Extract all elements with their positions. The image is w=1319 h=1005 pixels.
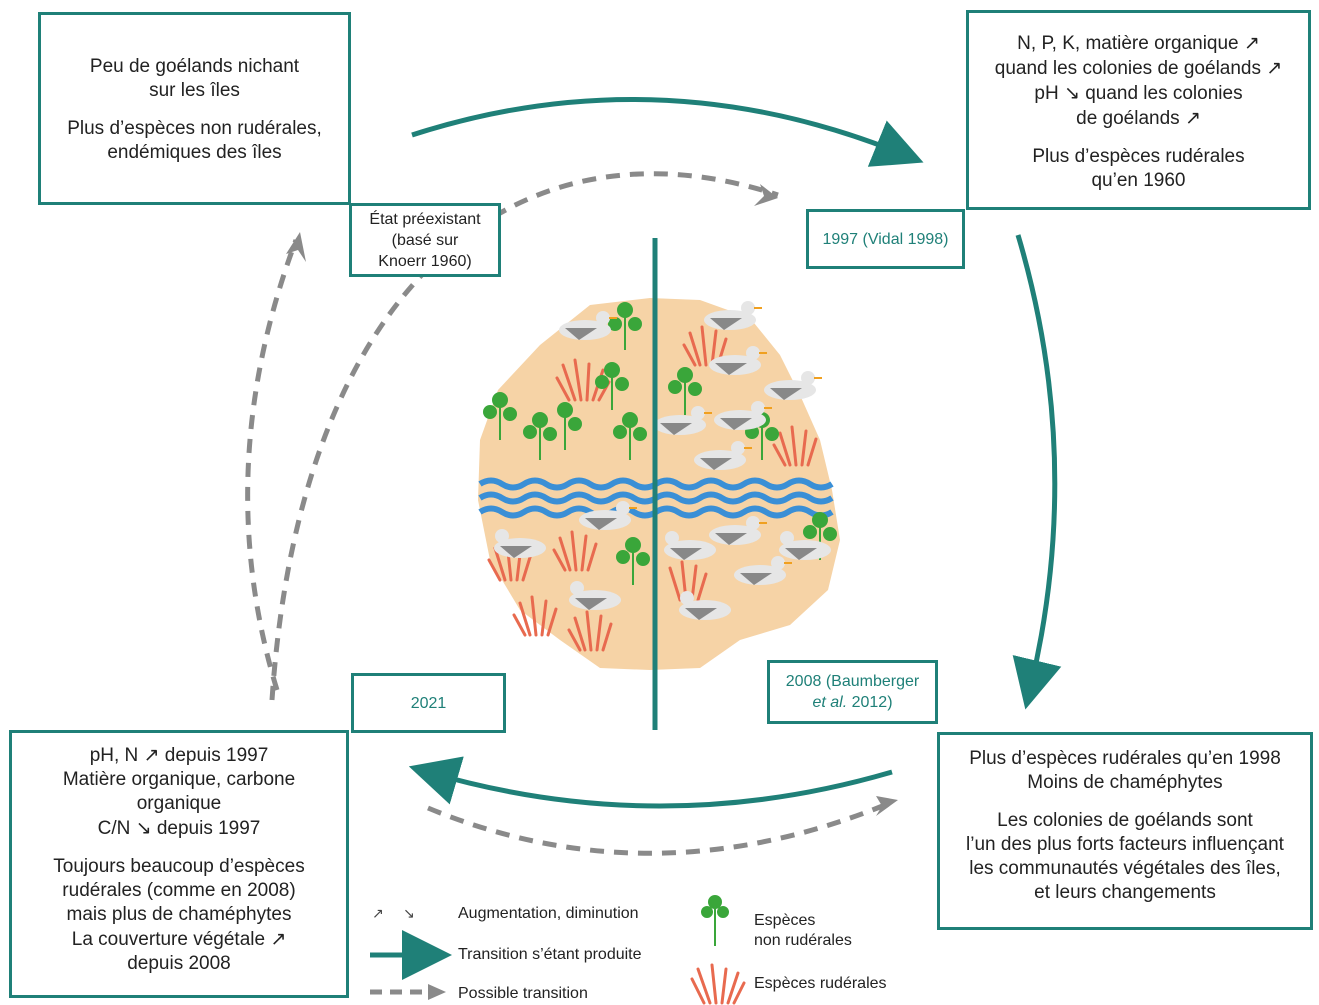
legend-nonruderal-line2: non rudérales (754, 932, 852, 949)
state-1997-line2: quand les colonies de goélands (994, 58, 1261, 79)
state-2008-tag-year: 2012) (847, 694, 893, 711)
state-2008-line3: Les colonies de goélands sont (997, 810, 1253, 831)
possible-transition-2021-to-1960-head (286, 232, 306, 262)
possible-transition-2021-to-2008-head (876, 796, 898, 816)
legend-possible-label: Possible transition (458, 985, 588, 1002)
state-1997-line6: qu’en 1960 (1091, 170, 1186, 191)
increase-icon: ↗ (270, 928, 287, 950)
increase-icon: ↗ (1184, 107, 1201, 129)
state-1997-box: N, P, K, matière organique ↗ quand les c… (966, 10, 1311, 210)
state-2008-tag-em: et al. (812, 694, 848, 711)
state-2021-line6: rudérales (comme en 2008) (62, 880, 296, 901)
state-1960-tag: État préexistant (basé sur Knoerr 1960) (349, 203, 501, 277)
legend-flower-icon (701, 895, 729, 946)
state-2021-box: pH, N ↗ depuis 1997 Matière organique, c… (9, 730, 349, 998)
state-2008-line6: et leurs changements (1034, 882, 1216, 903)
svg-text:↘: ↘ (403, 906, 415, 922)
state-1997-line1: N, P, K, matière organique (1017, 33, 1239, 54)
state-1960-tag-line2: (basé sur (391, 231, 459, 249)
state-1960-line3: Plus d’espèces non rudérales, (67, 118, 322, 139)
state-1997-line5: Plus d’espèces rudérales (1032, 146, 1245, 167)
increase-icon: ↗ (143, 744, 160, 766)
state-2008-line4: l’un des plus forts facteurs influençant (966, 834, 1284, 855)
state-2008-line2: Moins de chaméphytes (1027, 772, 1223, 793)
state-2021-line4a: C/N (97, 818, 131, 839)
state-1960-tag-line3: Knoerr 1960) (378, 252, 472, 270)
transition-1960-1997-arrow (411, 96, 924, 167)
state-2021-line1b: depuis 1997 (164, 745, 269, 766)
legend-occurred-label: Transition s’étant produite (458, 946, 642, 963)
legend-graphics: ↗ ↘ (370, 895, 746, 1005)
legend-grass-icon (690, 963, 746, 1005)
increase-icon: ↗ (1266, 57, 1283, 79)
state-2008-box: Plus d’espèces rudérales qu’en 1998 Moin… (937, 732, 1313, 930)
legend-updown-label: Augmentation, diminution (458, 905, 639, 922)
svg-text:↗: ↗ (372, 906, 384, 922)
state-1997-line3b: quand les colonies (1085, 83, 1243, 104)
state-1997-line4: de goélands (1076, 108, 1180, 129)
decrease-icon: ↘ (1063, 82, 1080, 104)
state-2021-line7: mais plus de chaméphytes (66, 904, 292, 925)
state-2021-tag: 2021 (351, 673, 506, 733)
legend-nonruderal-label: Espèces non rudérales (754, 911, 852, 951)
possible-transition-2021-to-2008-arrow (427, 802, 886, 856)
transition-1997-2008-arrow (1012, 234, 1062, 710)
state-2021-line3: organique (136, 793, 222, 814)
island-illustration (478, 238, 840, 730)
possible-transition-to-1997-head (754, 184, 778, 206)
state-2008-line1: Plus d’espèces rudérales qu’en 1998 (969, 748, 1281, 769)
state-1960-box: Peu de goélands nichant sur les îles Plu… (38, 12, 351, 205)
state-2008-line5: les communautés végétales des îles, (969, 858, 1281, 879)
state-1960-tag-line1: État préexistant (369, 210, 481, 228)
state-2021-line2: Matière organique, carbone (62, 769, 296, 790)
state-2021-line9: depuis 2008 (127, 953, 231, 974)
state-1997-tag: 1997 (Vidal 1998) (806, 209, 965, 269)
increase-icon: ↗ (1243, 32, 1260, 54)
state-2021-line4b: depuis 1997 (156, 818, 261, 839)
state-2008-tag-line1: 2008 (Baumberger (785, 673, 920, 690)
decrease-icon: ↘ (135, 817, 152, 839)
state-1997-line3a: pH (1034, 83, 1059, 104)
state-2021-line8: La couverture végétale (71, 929, 266, 950)
state-1960-line1: Peu de goélands nichant (89, 56, 300, 77)
possible-transition-2021-to-1960-arrow (245, 239, 299, 691)
state-1960-line2: sur les îles (149, 80, 240, 101)
state-1960-line4: endémiques des îles (107, 142, 282, 163)
state-2008-tag: 2008 (Baumberger et al. 2012) (767, 660, 938, 724)
non-ruderal-plants (483, 302, 837, 585)
legend-ruderal-label: Espèces rudérales (754, 975, 887, 992)
legend-nonruderal-line1: Espèces (754, 912, 816, 929)
transition-2008-2021-arrow (408, 756, 893, 809)
state-2021-line1: pH, N (89, 745, 139, 766)
gulls (494, 301, 831, 620)
state-2021-line5: Toujours beaucoup d’espèces (53, 856, 305, 877)
